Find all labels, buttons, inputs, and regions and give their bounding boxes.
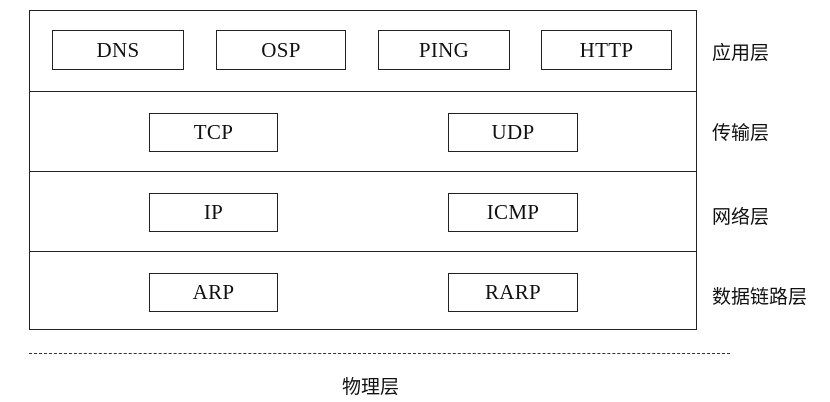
protocol-box-udp: UDP xyxy=(448,113,578,152)
network-layer-label: 网络层 xyxy=(712,206,770,228)
network-layer-row: IP ICMP xyxy=(30,171,696,251)
protocol-stack-frame: DNS OSP PING HTTP TCP UDP IP ICMP ARP RA… xyxy=(29,10,697,330)
protocol-box-http: HTTP xyxy=(541,30,672,70)
datalink-layer-row: ARP RARP xyxy=(30,251,696,330)
application-layer-row: DNS OSP PING HTTP xyxy=(30,11,696,91)
protocol-box-tcp: TCP xyxy=(149,113,278,152)
physical-layer-label: 物理层 xyxy=(342,376,400,398)
application-layer-label: 应用层 xyxy=(712,42,770,64)
protocol-box-icmp: ICMP xyxy=(448,193,578,232)
protocol-box-osp: OSP xyxy=(216,30,346,70)
physical-layer-divider xyxy=(29,353,730,354)
protocol-box-rarp: RARP xyxy=(448,273,578,312)
datalink-layer-label: 数据链路层 xyxy=(712,286,808,308)
protocol-box-dns: DNS xyxy=(52,30,184,70)
transport-layer-label: 传输层 xyxy=(712,122,770,144)
transport-layer-row: TCP UDP xyxy=(30,91,696,171)
protocol-box-arp: ARP xyxy=(149,273,278,312)
protocol-box-ping: PING xyxy=(378,30,510,70)
protocol-box-ip: IP xyxy=(149,193,278,232)
